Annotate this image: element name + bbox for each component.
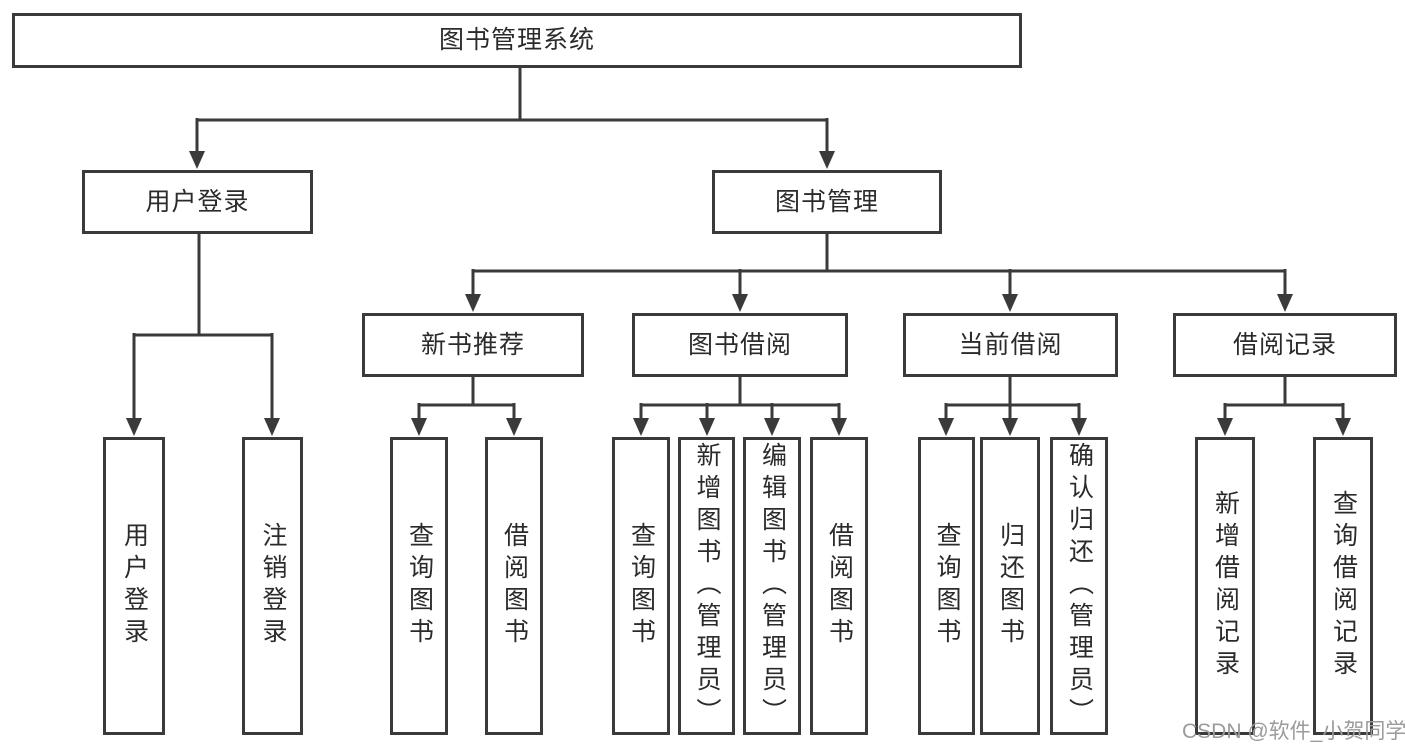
leaf-query-book-recommend: 查询图书 — [390, 437, 448, 735]
connector-new-book-branch — [417, 377, 516, 422]
node-root-library-system: 图书管理系统 — [12, 13, 1022, 68]
leaf-user-login-label: 用户登录 — [120, 522, 149, 650]
node-book-management-label: 图书管理 — [774, 187, 879, 216]
node-book-borrowing: 图书借阅 — [632, 313, 848, 377]
node-user-login-label: 用户登录 — [145, 187, 250, 216]
connector-current-borrow-branch — [944, 377, 1081, 422]
leaf-query-book-recommend-label: 查询图书 — [405, 522, 434, 650]
leaf-user-login: 用户登录 — [103, 437, 165, 735]
node-current-borrowing-label: 当前借阅 — [958, 330, 1063, 359]
leaf-query-borrow-record: 查询借阅记录 — [1313, 437, 1373, 735]
leaf-query-borrow-record-label: 查询借阅记录 — [1329, 490, 1358, 682]
leaf-borrow-book-label: 借阅图书 — [825, 522, 854, 650]
leaf-add-book-admin-label: 新增图书（管理员） — [693, 442, 721, 730]
csdn-watermark: CSDN @软件_小贺同学 — [1182, 720, 1405, 743]
node-new-book-recommend: 新书推荐 — [362, 313, 584, 377]
node-user-login: 用户登录 — [82, 170, 313, 234]
arrowheads — [126, 151, 1351, 436]
leaf-add-borrow-record: 新增借阅记录 — [1195, 437, 1255, 735]
connector-borrow-record-branch — [1223, 377, 1345, 422]
node-book-management: 图书管理 — [712, 170, 942, 234]
leaf-confirm-return-admin: 确认归还（管理员） — [1050, 437, 1108, 735]
leaf-return-book-label: 归还图书 — [996, 522, 1025, 650]
node-book-borrowing-label: 图书借阅 — [687, 330, 792, 359]
leaf-query-book-current: 查询图书 — [918, 437, 975, 735]
leaf-add-book-admin: 新增图书（管理员） — [678, 437, 735, 735]
node-root-label: 图书管理系统 — [438, 26, 595, 54]
node-borrowing-records-label: 借阅记录 — [1232, 330, 1337, 359]
node-borrowing-records: 借阅记录 — [1173, 313, 1397, 377]
leaf-query-book-borrowing-label: 查询图书 — [627, 522, 656, 650]
leaf-query-book-current-label: 查询图书 — [933, 522, 961, 650]
connector-book-mgmt-branch — [471, 234, 1287, 298]
leaf-query-book-borrowing: 查询图书 — [612, 437, 670, 735]
leaf-borrow-book: 借阅图书 — [810, 437, 868, 735]
leaf-borrow-book-recommend: 借阅图书 — [485, 437, 543, 735]
leaf-logout: 注销登录 — [242, 437, 303, 735]
leaf-return-book: 归还图书 — [980, 437, 1040, 735]
connector-root-to-level2 — [195, 68, 829, 155]
leaf-add-borrow-record-label: 新增借阅记录 — [1211, 490, 1240, 682]
leaf-edit-book-admin: 编辑图书（管理员） — [743, 437, 801, 735]
connector-user-login-branch — [132, 234, 274, 422]
leaf-confirm-return-admin-label: 确认归还（管理员） — [1065, 442, 1094, 730]
node-current-borrowing: 当前借阅 — [903, 313, 1118, 377]
connector-book-borrow-branch — [639, 377, 841, 422]
leaf-borrow-book-recommend-label: 借阅图书 — [500, 522, 529, 650]
node-new-book-recommend-label: 新书推荐 — [420, 330, 525, 359]
leaf-logout-label: 注销登录 — [259, 522, 287, 650]
leaf-edit-book-admin-label: 编辑图书（管理员） — [758, 442, 787, 730]
